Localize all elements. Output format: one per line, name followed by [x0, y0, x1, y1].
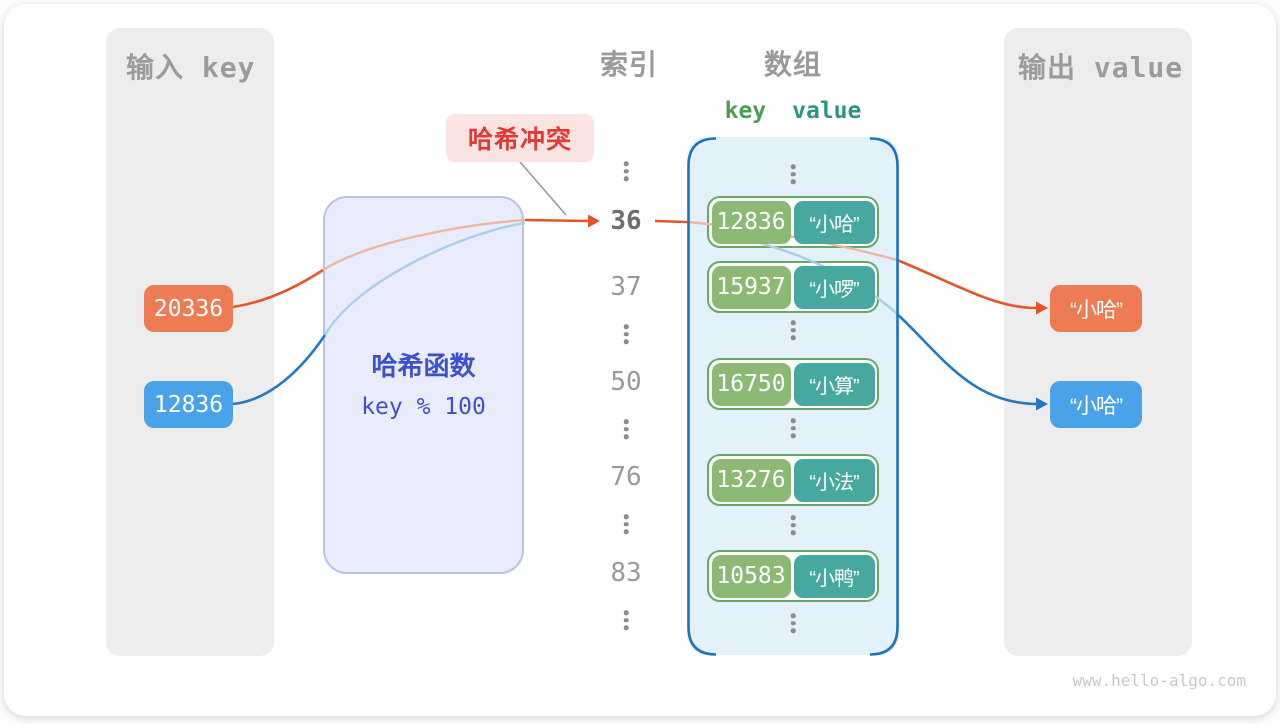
index-to-array-line: [654, 219, 688, 224]
key-header-label: key: [724, 98, 767, 124]
vertical-ellipsis-icon: [623, 324, 629, 344]
pair-value: “小鸭”: [793, 554, 875, 598]
pair-key: 10583: [711, 554, 791, 598]
output-value-blue: “小哈”: [1050, 381, 1142, 428]
input-key-20336: 20336: [144, 285, 233, 332]
input-panel: 输入 key: [106, 28, 274, 656]
index-value-50: 50: [610, 367, 642, 397]
vertical-ellipsis-icon: [623, 161, 629, 181]
pair-value: “小算”: [793, 362, 875, 406]
index-value-36: 36: [610, 206, 642, 236]
vertical-ellipsis-icon: [623, 514, 629, 534]
vertical-ellipsis-icon: [623, 419, 629, 439]
watermark-url: www.hello-algo.com: [1072, 671, 1246, 690]
value-header-label: value: [792, 98, 862, 124]
collision-pointer-line: [519, 161, 567, 216]
pair-key: 16750: [711, 362, 791, 406]
index-value-76: 76: [610, 462, 642, 492]
array-pair-row: 12836 “小哈”: [707, 196, 879, 248]
hash-to-index-line: [524, 218, 589, 223]
vertical-ellipsis-icon: [790, 418, 796, 438]
hash-function-formula: key % 100: [361, 394, 486, 420]
input-key-12836: 12836: [144, 381, 233, 428]
output-panel-title: 输出 value: [1018, 51, 1184, 84]
pair-value: “小啰”: [793, 265, 875, 309]
array-pair-row: 15937 “小啰”: [707, 261, 879, 313]
vertical-ellipsis-icon: [623, 610, 629, 630]
hash-collision-label: 哈希冲突: [446, 114, 594, 162]
index-value-37: 37: [610, 272, 642, 302]
pair-key: 15937: [711, 265, 791, 309]
index-value-83: 83: [610, 558, 642, 588]
hash-function-title: 哈希函数: [371, 351, 476, 381]
vertical-ellipsis-icon: [790, 613, 796, 633]
array-pair-row: 10583 “小鸭”: [707, 550, 879, 602]
pair-value: “小法”: [793, 458, 875, 502]
array-kv-header: key value: [687, 98, 899, 124]
array-pair-row: 16750 “小算”: [707, 358, 879, 410]
vertical-ellipsis-icon: [790, 320, 796, 340]
pair-key: 12836: [711, 200, 791, 244]
vertical-ellipsis-icon: [790, 164, 796, 184]
output-panel: 输出 value: [1004, 28, 1192, 656]
vertical-ellipsis-icon: [790, 515, 796, 535]
hash-function-box: 哈希函数 key % 100: [323, 196, 524, 574]
pair-value: “小哈”: [793, 200, 875, 244]
hash-to-index-arrowhead: [588, 214, 600, 228]
diagram-card: 哈希函数 key % 100 输入 key 20336 12836 哈希冲突: [4, 4, 1276, 716]
array-column-title: 数组: [763, 49, 823, 80]
array-pair-row: 13276 “小法”: [707, 454, 879, 506]
pair-key: 13276: [711, 458, 791, 502]
input-panel-title: 输入 key: [126, 51, 256, 84]
output-value-orange: “小哈”: [1050, 285, 1142, 332]
index-column-title: 索引: [599, 49, 659, 80]
